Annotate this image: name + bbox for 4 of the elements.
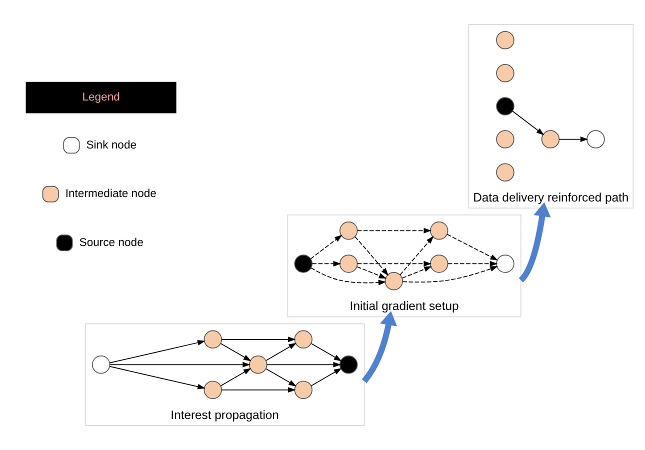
- legend-label: Source node: [79, 236, 144, 249]
- legend-label: Sink node: [86, 139, 137, 152]
- label: Legend: [82, 91, 120, 104]
- legend-label: Intermediate node: [65, 188, 156, 200]
